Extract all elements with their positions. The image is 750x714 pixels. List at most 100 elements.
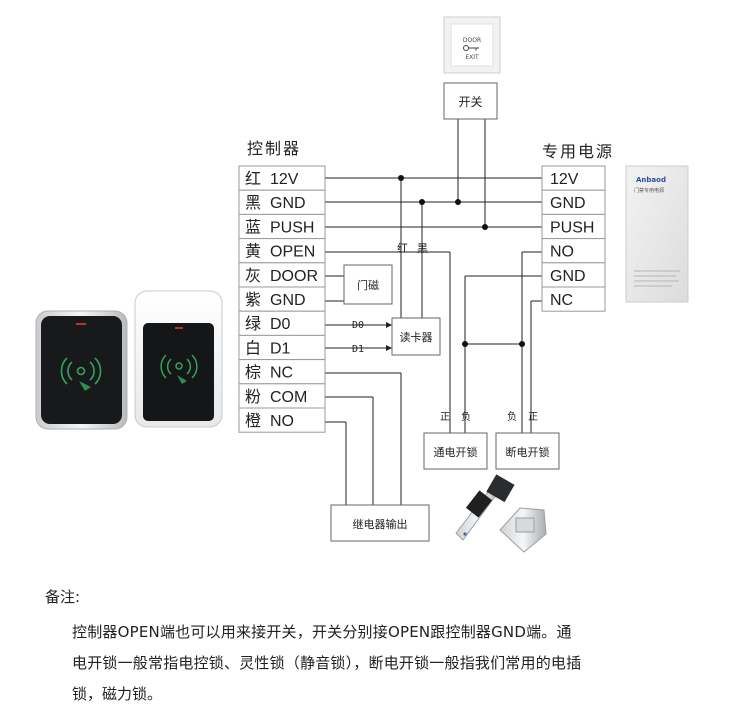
notes-line-3: 锁，磁力锁。 (72, 685, 163, 703)
power-supply-device-label: 门禁专用电源 (634, 187, 664, 194)
controller-terminal-name: COM (270, 389, 307, 406)
controller-wire-color: 紫 (245, 290, 261, 309)
controller-title: 控制器 (247, 139, 301, 158)
lock-strike-plate-device (499, 507, 547, 553)
controller-row: 黄 OPEN (238, 238, 326, 264)
wire-junction-dot (398, 175, 404, 181)
wire-junction-dot (419, 199, 425, 205)
controller-row-cell (238, 238, 326, 264)
notes-line-1: 控制器OPEN端也可以用来接开关，开关分别接OPEN跟控制器GND端。通 (72, 623, 572, 641)
power-supply-title: 专用电源 (542, 142, 614, 161)
controller-row-cell (238, 262, 326, 288)
power-supply-terminal-table: 12V GND PUSH NO GND NC (541, 165, 606, 312)
exit-button-exit-label: EXIT (465, 54, 479, 61)
controller-row: 橙 NO (238, 407, 326, 433)
power-supply-row: NO (541, 238, 606, 264)
controller-terminal-name: D0 (270, 316, 291, 333)
controller-terminal-name: GND (270, 195, 306, 212)
power-supply-terminal-name: 12V (550, 171, 579, 188)
key-icon (463, 45, 479, 51)
wire-arrow (386, 322, 392, 328)
power-supply-row: GND (541, 189, 606, 215)
notes-title: 备注: (45, 588, 81, 606)
wire-label-red: 红 (397, 242, 408, 255)
power-supply-row: NC (541, 286, 606, 312)
junction-dots (398, 175, 525, 347)
controller-row: 粉 COM (238, 383, 326, 409)
wire-label-d0: D0 (352, 320, 364, 331)
controller-row-cell (238, 383, 326, 409)
power-supply-row-cell (541, 286, 606, 312)
controller-row: 红 12V (238, 165, 326, 191)
hand-card-icon (177, 375, 187, 384)
controller-wire-color: 粉 (245, 387, 261, 406)
exit-button-device: DOOR EXIT (443, 16, 501, 74)
wire-label-pos-right: 正 (528, 412, 538, 423)
controller-row-cell (238, 286, 326, 312)
rfid-wave-icon (60, 357, 102, 385)
notes-line-2: 电开锁一般常指电控锁、灵性锁（静音锁），断电开锁一般指我们常用的电插 (72, 654, 582, 672)
controller-row-cell (238, 359, 326, 385)
wires (325, 119, 542, 505)
power-supply-brand: Anbaod (636, 176, 666, 184)
controller-terminal-name: 12V (270, 171, 299, 188)
power-off-lock-label: 断电开锁 (506, 445, 550, 459)
wire-arrow (386, 345, 392, 351)
controller-row: 黑 GND (238, 189, 326, 215)
controller-terminal-name: GND (270, 292, 306, 309)
power-supply-row-cell (541, 165, 606, 191)
power-off-lock-box (495, 432, 560, 470)
controller-row: 绿 D0 (238, 310, 326, 336)
door-magnet-box (343, 264, 393, 305)
wire-label-pos-left: 正 (440, 412, 450, 423)
controller-wire-color: 蓝 (245, 217, 261, 236)
controller-terminal-name: OPEN (270, 244, 315, 261)
relay-output-label: 继电器输出 (353, 517, 408, 531)
power-on-lock-label: 通电开锁 (434, 445, 478, 459)
card-reader-box (391, 317, 441, 356)
power-supply-row: PUSH (541, 213, 606, 240)
controller-row-cell (238, 165, 326, 191)
power-supply-terminal-name: GND (550, 268, 586, 285)
controller-row-cell (238, 407, 326, 433)
power-supply-terminal-name: PUSH (550, 219, 594, 236)
wire-junction-dot (482, 224, 488, 230)
power-supply-row-cell (541, 213, 606, 240)
wire-junction-dot (519, 341, 525, 347)
wire-junction-dot (455, 199, 461, 205)
power-supply-terminal-name: NC (550, 292, 573, 309)
controller-row-cell (238, 213, 326, 240)
controller-wire-color: 灰 (245, 266, 261, 285)
power-on-lock-box (423, 432, 488, 470)
controller-wire-color: 黑 (245, 193, 261, 212)
wire-label-d1: D1 (352, 344, 364, 355)
controller-wire-color: 黄 (245, 242, 261, 261)
controller-row: 紫 GND (238, 286, 326, 312)
controller-row-cell (238, 189, 326, 215)
switch-box (443, 82, 498, 120)
hand-card-icon (79, 381, 91, 391)
controller-row-cell (238, 310, 326, 336)
door-magnet-label: 门磁 (357, 278, 379, 292)
controller-wire-color: 红 (245, 169, 261, 188)
wire-label-neg-left: 负 (461, 410, 471, 423)
controller-wire-color: 绿 (245, 314, 261, 333)
wire-label-black: 黑 (417, 242, 428, 255)
card-reader-label: 读卡器 (400, 330, 433, 344)
power-supply-row-cell (541, 189, 606, 215)
controller-terminal-name: NC (270, 365, 293, 382)
exit-button-door-label: DOOR (463, 37, 481, 44)
controller-terminal-name: NO (270, 413, 294, 430)
relay-output-box (330, 504, 430, 542)
power-supply-terminal-name: GND (550, 195, 586, 212)
power-supply-device: Anbaod 门禁专用电源 (625, 165, 689, 303)
controller-wire-color: 橙 (245, 411, 261, 430)
power-supply-row: 12V (541, 165, 606, 191)
electric-bolt-lock-device (455, 474, 515, 541)
card-reader-device-white (134, 290, 223, 428)
card-reader-device-dark (35, 310, 128, 430)
